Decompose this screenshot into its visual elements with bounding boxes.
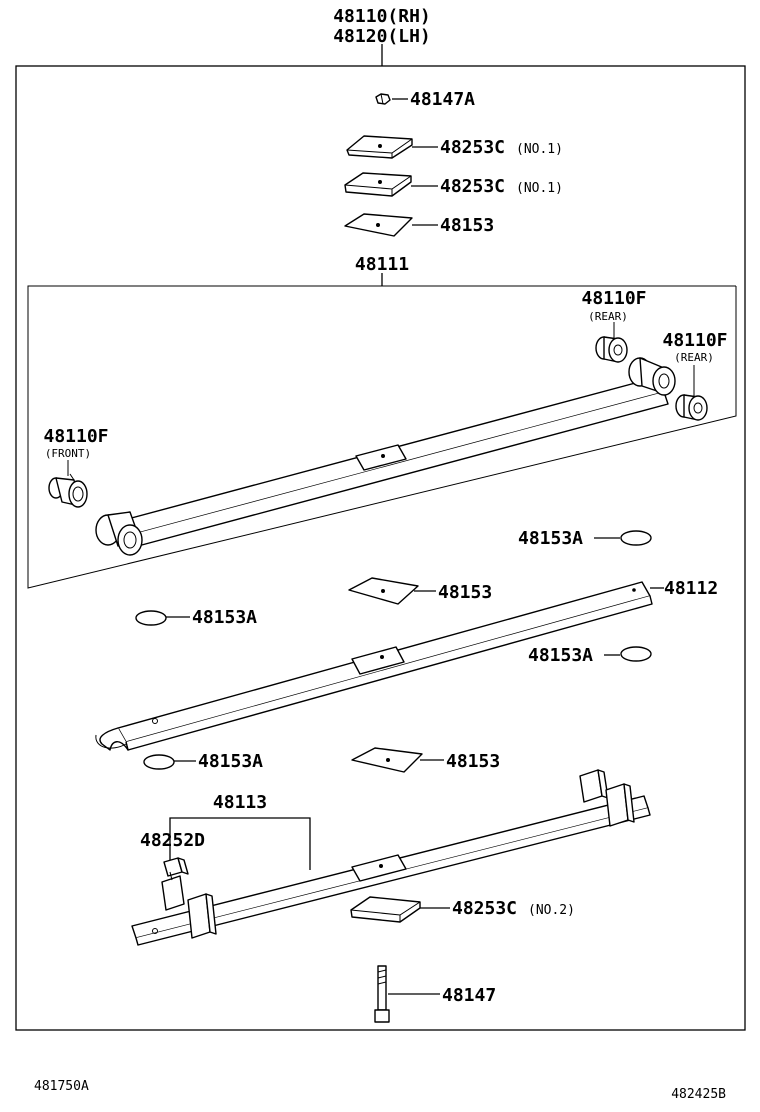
button-a2-icon [135,610,167,626]
button-a4-icon [143,754,175,770]
leaf3-label[interactable]: 48113 [213,792,267,813]
main-leaf-frame [27,285,737,589]
bushing-rear2-icon [675,394,708,421]
pad-mid-icon [348,577,419,605]
button-a3-icon [620,646,652,662]
spacer-no2-icon [350,896,421,923]
spacer-no1-upper-icon [346,135,413,159]
spacer-no2-note: (NO.2) [528,903,575,918]
pad-low-icon [351,747,423,773]
spacer-no1-upper-note: (NO.1) [516,142,563,157]
nut-icon [375,93,391,105]
bushing-rear2-label[interactable]: 48110F [662,330,727,351]
footer-right-code: 482425B [671,1087,726,1102]
assembly-label-rh[interactable]: 48110(RH) [333,6,431,27]
assembly-frame [15,65,746,1031]
bushing-rear2-note: (REAR) [674,351,714,364]
leaf3-leader [169,817,311,870]
bushing-front-label[interactable]: 48110F [43,426,108,447]
assembly-label-lh[interactable]: 48120(LH) [333,26,431,47]
bushing-rear1-icon [595,336,628,363]
button-a1-icon [620,530,652,546]
leaf2-spring-icon [95,581,653,751]
pad-low-label[interactable]: 48153 [446,751,500,772]
button-a4-label[interactable]: 48153A [198,751,263,772]
pad-top-icon [344,213,413,237]
clip-label[interactable]: 48252D [140,830,205,851]
leaf3-spring-icon [131,769,651,946]
button-a3-label[interactable]: 48153A [528,645,593,666]
spacer-no1-lower-icon [344,172,412,197]
spacer-no2-label[interactable]: 48253C [452,898,517,919]
spacer-no1-upper-label[interactable]: 48253C [440,137,505,158]
spacer-no1-lower-label[interactable]: 48253C [440,176,505,197]
bushing-front-icon [48,473,88,508]
pad-mid-label[interactable]: 48153 [438,582,492,603]
clip-icon [163,857,189,881]
pad-top-label[interactable]: 48153 [440,215,494,236]
main-leaf-label[interactable]: 48111 [355,254,409,275]
bushing-rear1-label[interactable]: 48110F [581,288,646,309]
button-a1-label[interactable]: 48153A [518,528,583,549]
footer-left-code: 481750A [34,1079,89,1094]
leaf2-label[interactable]: 48112 [664,578,718,599]
spacer-no1-lower-note: (NO.1) [516,181,563,196]
center-bolt-label[interactable]: 48147 [442,985,496,1006]
main-leaf-spring-icon [95,357,676,556]
bushing-rear1-note: (REAR) [588,310,628,323]
button-a2-label[interactable]: 48153A [192,607,257,628]
bushing-front-note: (FRONT) [45,447,91,460]
nut-label[interactable]: 48147A [410,89,475,110]
center-bolt-icon [374,965,390,1023]
